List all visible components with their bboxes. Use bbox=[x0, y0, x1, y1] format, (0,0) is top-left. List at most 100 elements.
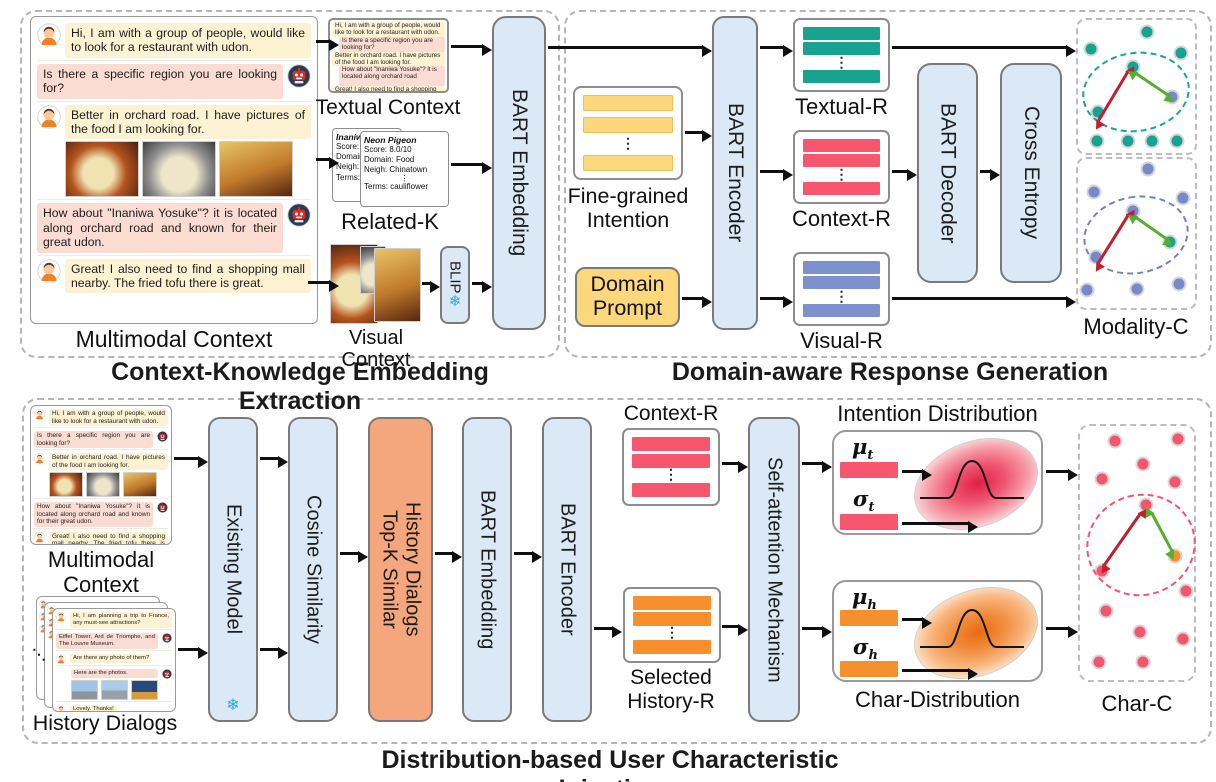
section-extraction bbox=[20, 10, 560, 358]
knowledge-card-line: Domain: Food bbox=[364, 155, 415, 165]
multimodal-context-card: Hi, I am with a group of people, would l… bbox=[30, 16, 318, 324]
knowledge-card-line: Score: 7. bbox=[336, 142, 369, 151]
teal-sample-dot bbox=[1083, 41, 1099, 57]
robot-avatar-icon bbox=[287, 203, 311, 228]
vertical-ellipsis-icon: ⋮ bbox=[621, 135, 635, 152]
pink-sample-dot bbox=[1098, 603, 1114, 619]
food-photo-2 bbox=[142, 141, 216, 198]
intention-distribution-title: Intention Distribution bbox=[837, 401, 1038, 426]
food-photo-1 bbox=[49, 472, 83, 498]
knowledge-card-line: Score: 8.0/10 bbox=[364, 145, 412, 154]
eiffel-tower-photo bbox=[71, 679, 98, 700]
bart-embedding-box-2: BART Embedding bbox=[462, 417, 512, 722]
textual-snippet-bot: Is there a specific region you are looki… bbox=[339, 37, 445, 52]
multimodal-context-label: Multimodal Context bbox=[75, 326, 273, 352]
section-title-generation: Domain-aware Response Generation bbox=[671, 358, 1109, 386]
embedding-bar bbox=[633, 596, 711, 610]
chat-bubble-col: Hi, I am planning a trip to France, any … bbox=[70, 612, 172, 628]
flow-arrow bbox=[802, 460, 832, 473]
chat-bubble: Hi, I am planning a trip to France, any … bbox=[70, 612, 172, 628]
pink-sample-dot bbox=[1091, 654, 1107, 670]
top-k-line2: History Dialogs bbox=[401, 502, 424, 637]
embedding-bar bbox=[632, 437, 710, 451]
cross-entropy-label: Cross Entropy bbox=[1020, 106, 1044, 240]
pink-sample-dot bbox=[1094, 471, 1110, 487]
chat-message-user: Better in orchard road. I have pictures … bbox=[37, 100, 311, 198]
flow-arrow bbox=[514, 550, 542, 563]
visual-context-photo-3 bbox=[374, 248, 421, 322]
chat-message-user: Hi, I am with a group of people, would l… bbox=[37, 23, 311, 58]
knowledge-card-line: Terms: cauliflower bbox=[364, 182, 429, 192]
embedding-bar bbox=[803, 276, 880, 290]
photo-row bbox=[65, 141, 311, 198]
sigma-h-symbol: σh bbox=[853, 634, 878, 664]
blue-sample-dot bbox=[1086, 184, 1102, 200]
flow-arrow bbox=[892, 295, 1076, 308]
embedding-bar bbox=[633, 639, 711, 654]
visual-context-label: Visual Context bbox=[341, 327, 411, 372]
chat-bubble-col: How about "Inaniwa Yosuke"? it is locate… bbox=[37, 203, 283, 253]
blue-sample-dot bbox=[1175, 190, 1191, 206]
chat-bubble-col: Better in orchard road. I have pictures … bbox=[65, 104, 311, 198]
existing-model-box: Existing Model ❄ bbox=[208, 417, 258, 722]
pink-sample-dot bbox=[1135, 456, 1151, 472]
blue-sample-dot bbox=[1171, 276, 1187, 292]
robot-avatar-icon bbox=[157, 431, 168, 442]
food-photo-3 bbox=[123, 472, 157, 498]
photo-row bbox=[49, 472, 168, 498]
char-distribution-label: Char-Distribution bbox=[854, 687, 1021, 712]
chat-bubble: Hi, I am with a group of people, would l… bbox=[49, 409, 168, 427]
mu-vector-bar bbox=[840, 462, 898, 478]
flow-arrow bbox=[685, 129, 712, 142]
chat-message-user: Are there any photo of them? bbox=[56, 649, 172, 664]
teal-sample-dot bbox=[1139, 24, 1155, 40]
flow-arrow bbox=[722, 460, 748, 473]
gaussian-curve bbox=[920, 459, 1024, 499]
chat-bubble-col: Great! I also need to find a shopping ma… bbox=[49, 531, 168, 544]
chat-bubble: Is there a specific region you are looki… bbox=[34, 431, 153, 449]
multimodal-context-mini-label: Multimodal Context bbox=[47, 547, 155, 597]
pink-sample-dot bbox=[1107, 433, 1123, 449]
flow-arrow bbox=[451, 43, 492, 56]
cross-entropy-box: Cross Entropy bbox=[1000, 63, 1062, 283]
bart-decoder-label: BART Decoder bbox=[936, 102, 960, 244]
bart-encoder-box: BART Encoder bbox=[712, 16, 758, 330]
vertical-ellipsis-icon: ⋮ bbox=[834, 287, 849, 304]
textual-r-box: ⋮ bbox=[793, 18, 890, 92]
robot-avatar-icon bbox=[162, 669, 172, 679]
embedding-bar bbox=[633, 612, 711, 627]
food-photo-3 bbox=[219, 141, 293, 198]
teal-sample-dot bbox=[1173, 45, 1189, 61]
flow-arrow bbox=[308, 279, 339, 292]
chat-bubble: Hi, I am with a group of people, would l… bbox=[65, 23, 311, 58]
chat-bubble: Better in orchard road. I have pictures … bbox=[49, 453, 168, 471]
context-r-box: ⋮ bbox=[793, 130, 890, 204]
context-r-box-2: ⋮ bbox=[622, 428, 720, 506]
sigma-vector-bar bbox=[840, 514, 898, 530]
char-c-label: Char-C bbox=[1101, 691, 1173, 716]
flow-arrow bbox=[594, 625, 622, 638]
chat-bubble: Is there a specific region you are looki… bbox=[37, 63, 283, 99]
bart-encoder-box-2: BART Encoder bbox=[542, 417, 592, 722]
chat-message-user: Great! I also need to find a shopping ma… bbox=[34, 527, 168, 544]
teal-sample-dot bbox=[1144, 133, 1160, 149]
bart-embedding-label-2: BART Embedding bbox=[476, 489, 499, 650]
flow-arrow bbox=[174, 455, 208, 468]
bart-embedding-box: BART Embedding bbox=[492, 16, 546, 330]
embedding-bar bbox=[803, 154, 880, 168]
flow-arrow bbox=[178, 646, 208, 659]
embedding-bar bbox=[583, 95, 673, 111]
chat-message-bot: Here are the photos. bbox=[56, 664, 172, 700]
flow-arrow bbox=[902, 468, 932, 481]
chat-bubble-col: Is there a specific region you are looki… bbox=[34, 431, 153, 449]
chat-bubble: How about "Inaniwa Yosuke"? it is locate… bbox=[34, 502, 153, 527]
flow-arrow bbox=[316, 156, 339, 169]
visual-r-box: ⋮ bbox=[793, 252, 890, 326]
flow-arrow bbox=[435, 550, 462, 563]
knowledge-card-line: Domain: bbox=[336, 152, 366, 162]
knowledge-card-line: Neigh: Chinatown bbox=[364, 165, 428, 175]
sigma-vector-bar bbox=[840, 661, 898, 677]
